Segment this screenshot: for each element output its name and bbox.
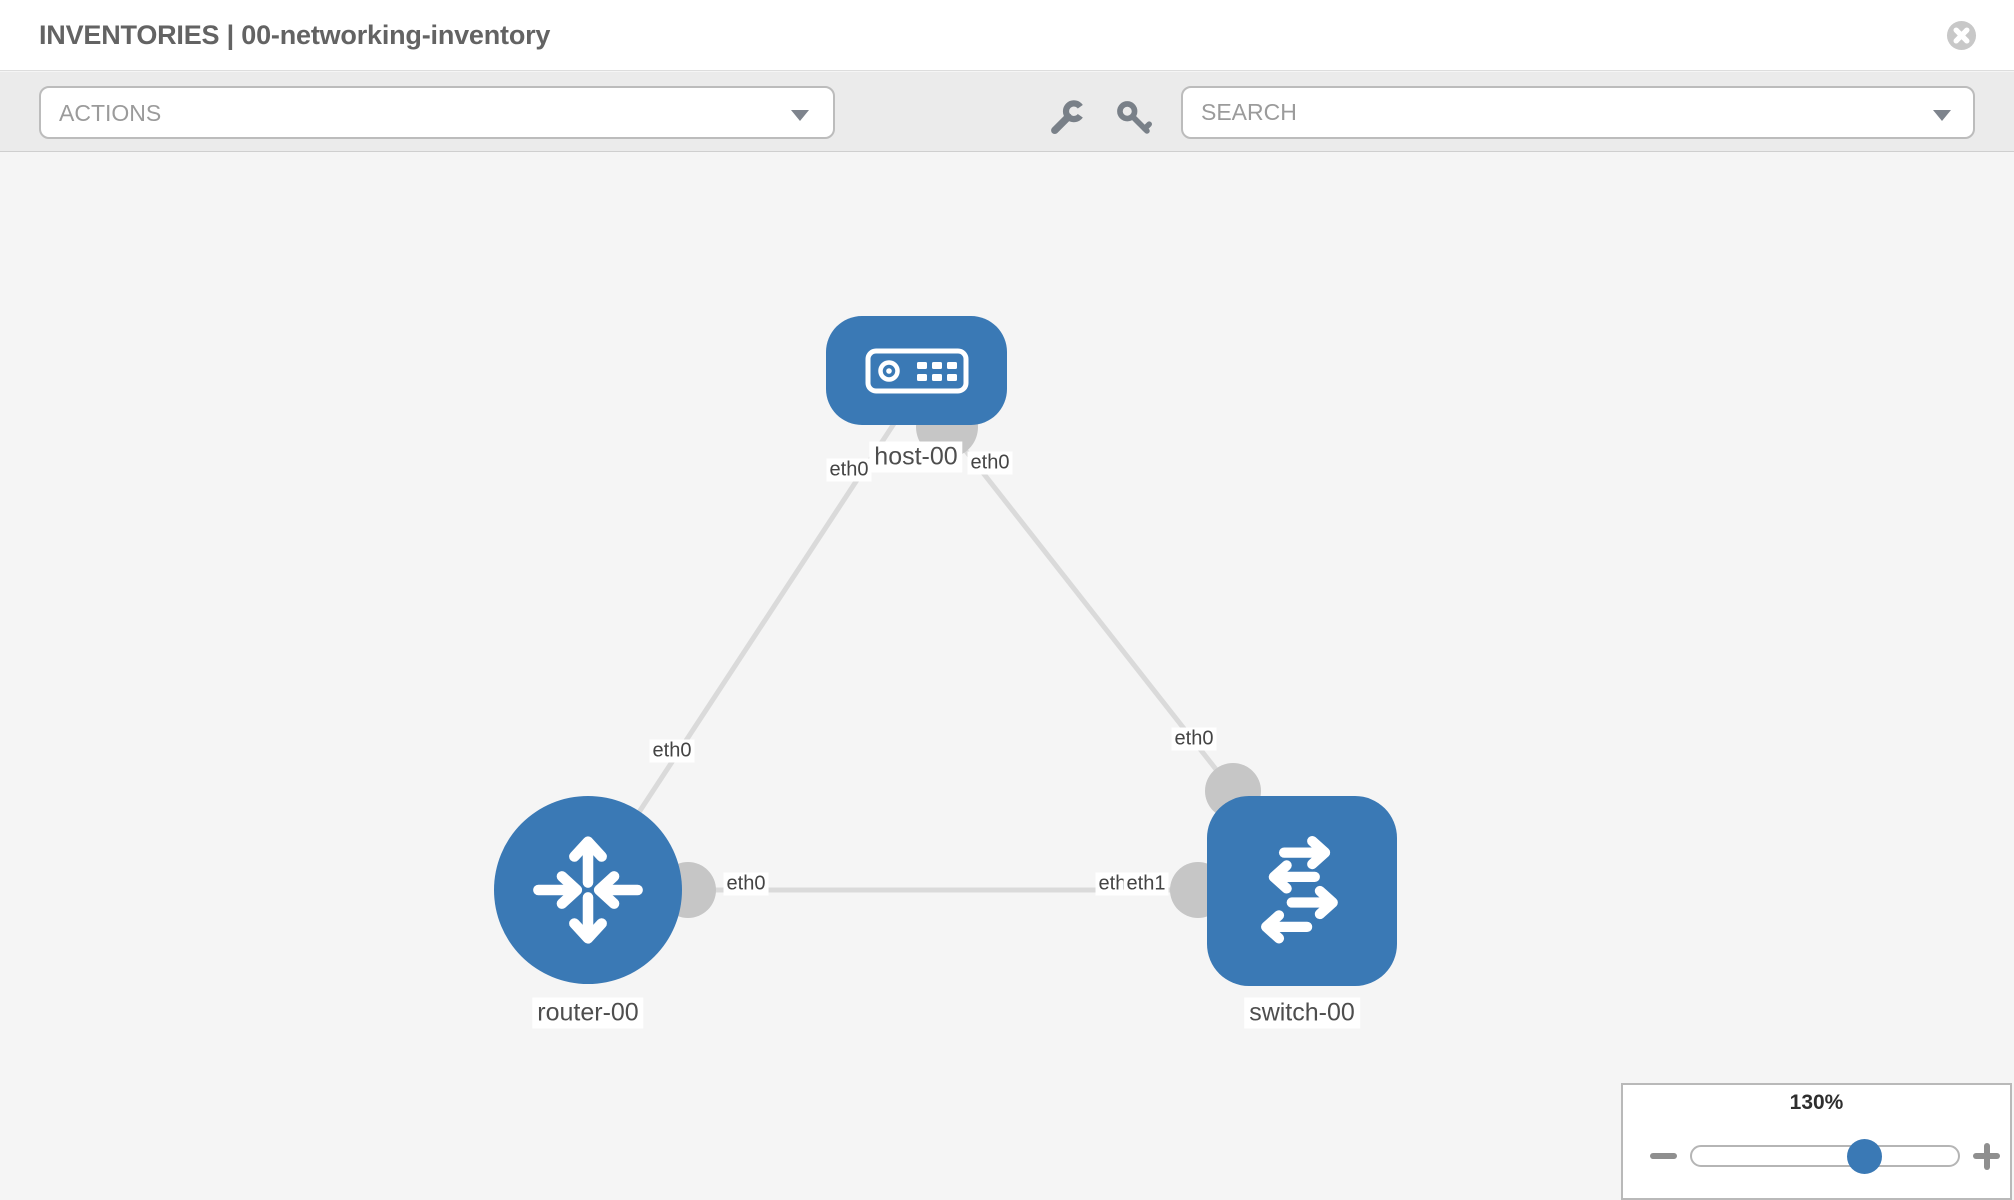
iface-label-edge-left-eth0: eth0 [649,739,695,763]
iface-label-host-eth0-left: eth0 [826,458,872,482]
router-icon [533,836,643,944]
node-label-router: router-00 [532,997,644,1029]
zoom-level-text: 130% [1789,1091,1844,1114]
zoom-slider-track[interactable] [1690,1145,1960,1167]
toolbar: ACTIONS [0,72,2014,152]
actions-dropdown[interactable]: ACTIONS [39,86,835,139]
node-label-switch: switch-00 [1244,997,1360,1029]
actions-dropdown-label: ACTIONS [59,100,162,126]
page-title: INVENTORIES | 00-networking-inventory [39,20,551,50]
key-icon[interactable] [1116,100,1152,136]
node-label-host: host-00 [869,441,963,473]
node-switch[interactable] [1207,796,1397,986]
node-router[interactable] [494,796,682,984]
zoom-in-plus-icon[interactable] [1983,1142,1990,1170]
zoom-slider-thumb[interactable] [1847,1139,1882,1174]
search-box[interactable] [1181,86,1975,139]
chevron-down-icon [791,110,809,121]
host-icon [865,348,968,393]
search-input[interactable] [1201,88,1901,137]
wrench-icon[interactable] [1048,100,1086,136]
header: INVENTORIES | 00-networking-inventory [0,0,2014,71]
topology-canvas[interactable] [0,153,2014,1200]
iface-label-switch-eth1: eth1 [1123,872,1169,896]
chevron-down-icon [1933,110,1951,121]
switch-icon [1261,835,1338,944]
iface-label-edge-right-eth0: eth0 [1171,727,1217,751]
zoom-out-minus-icon[interactable] [1650,1153,1677,1159]
zoom-panel: 130% [1621,1083,2012,1200]
close-icon[interactable] [1946,20,1977,51]
iface-label-host-eth0-right: eth0 [967,451,1013,475]
node-host[interactable] [826,316,1007,425]
iface-label-router-eth0: eth0 [723,872,769,896]
